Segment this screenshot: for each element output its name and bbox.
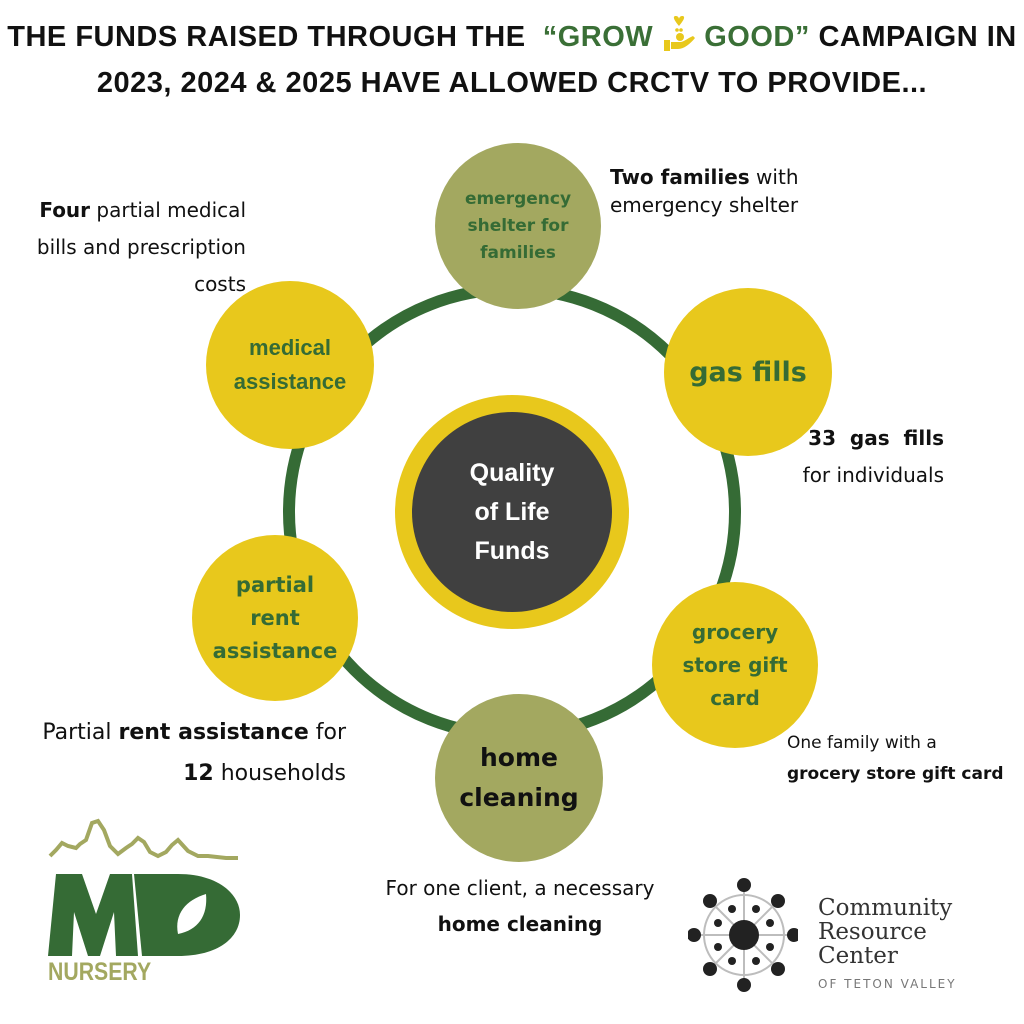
note-text: One family with a: [787, 733, 937, 753]
node-label: medical assistance: [233, 335, 347, 394]
node-medical-assistance: medical assistance: [206, 281, 374, 449]
center-label: Quality of Life Funds: [469, 458, 555, 565]
node-home-cleaning: home cleaning: [435, 694, 603, 862]
note-bold: Four: [39, 198, 91, 222]
note-text: Partial: [42, 720, 119, 745]
note-text: bills and prescription: [36, 235, 246, 259]
note-bold: 33 gas fills: [808, 426, 944, 450]
note-gas: 33 gas fills for individuals: [803, 420, 944, 494]
node-label: home cleaning: [459, 743, 579, 812]
crc-logo-text: Community Resource Center OF TETON VALLE…: [818, 896, 957, 996]
note-text: emergency shelter: [610, 193, 799, 217]
note-grocery: One family with a grocery store gift car…: [787, 728, 1004, 790]
node-label: grocery store gift card: [682, 619, 788, 710]
md-letters-icon: [48, 874, 240, 956]
note-text: households: [213, 761, 346, 786]
page-title: THE FUNDS RAISED THROUGH THE “GROW GOOD”…: [0, 14, 1024, 106]
note-text: costs: [194, 272, 246, 296]
title-text: THE FUNDS RAISED THROUGH THE: [7, 21, 526, 53]
note-bold: 12: [183, 761, 214, 786]
note-bold: Two families: [610, 165, 750, 189]
md-nursery-word: NURSERY: [48, 958, 152, 986]
note-text: with: [749, 165, 799, 189]
note-text: for: [308, 720, 346, 745]
crc-line: Community: [818, 895, 953, 921]
crc-network-icon: [688, 878, 798, 992]
note-text: For one client, a necessary: [385, 876, 655, 900]
title-line-2: 2023, 2024 & 2025 HAVE ALLOWED CRCTV TO …: [96, 67, 928, 99]
note-text: partial medical: [90, 198, 246, 222]
node-gas-fills: gas fills: [664, 288, 832, 456]
note-cleaning: For one client, a necessary home cleanin…: [360, 870, 680, 942]
note-rent: Partial rent assistance for 12 household…: [42, 712, 346, 794]
note-bold: grocery store gift card: [787, 764, 1004, 784]
node-emergency-shelter: emergency shelter for families: [435, 143, 601, 309]
crc-line: Center: [818, 943, 898, 969]
crc-line: Resource: [818, 919, 927, 945]
note-bold: home cleaning: [437, 912, 603, 936]
md-nursery-logo: NURSERY: [48, 818, 248, 988]
title-text: CAMPAIGN IN: [818, 21, 1017, 53]
crc-subtitle: OF TETON VALLEY: [818, 977, 957, 991]
node-partial-rent: partial rent assistance: [192, 535, 358, 701]
note-text: for individuals: [802, 463, 944, 487]
note-emergency: Two families with emergency shelter: [610, 163, 799, 219]
note-bold: rent assistance: [118, 720, 309, 745]
node-label: partial rent assistance: [212, 572, 338, 663]
node-label: emergency shelter for families: [464, 188, 572, 263]
campaign-name-start: “GROW: [542, 21, 654, 53]
heart-hand-icon: [663, 16, 695, 51]
campaign-name-end: GOOD”: [704, 21, 810, 53]
mountain-outline-icon: [48, 818, 238, 860]
node-label: gas fills: [689, 356, 807, 388]
note-medical: Four partial medical bills and prescript…: [37, 192, 246, 303]
node-grocery-gift-card: grocery store gift card: [652, 582, 818, 748]
center-circle: Quality of Life Funds: [412, 412, 612, 612]
